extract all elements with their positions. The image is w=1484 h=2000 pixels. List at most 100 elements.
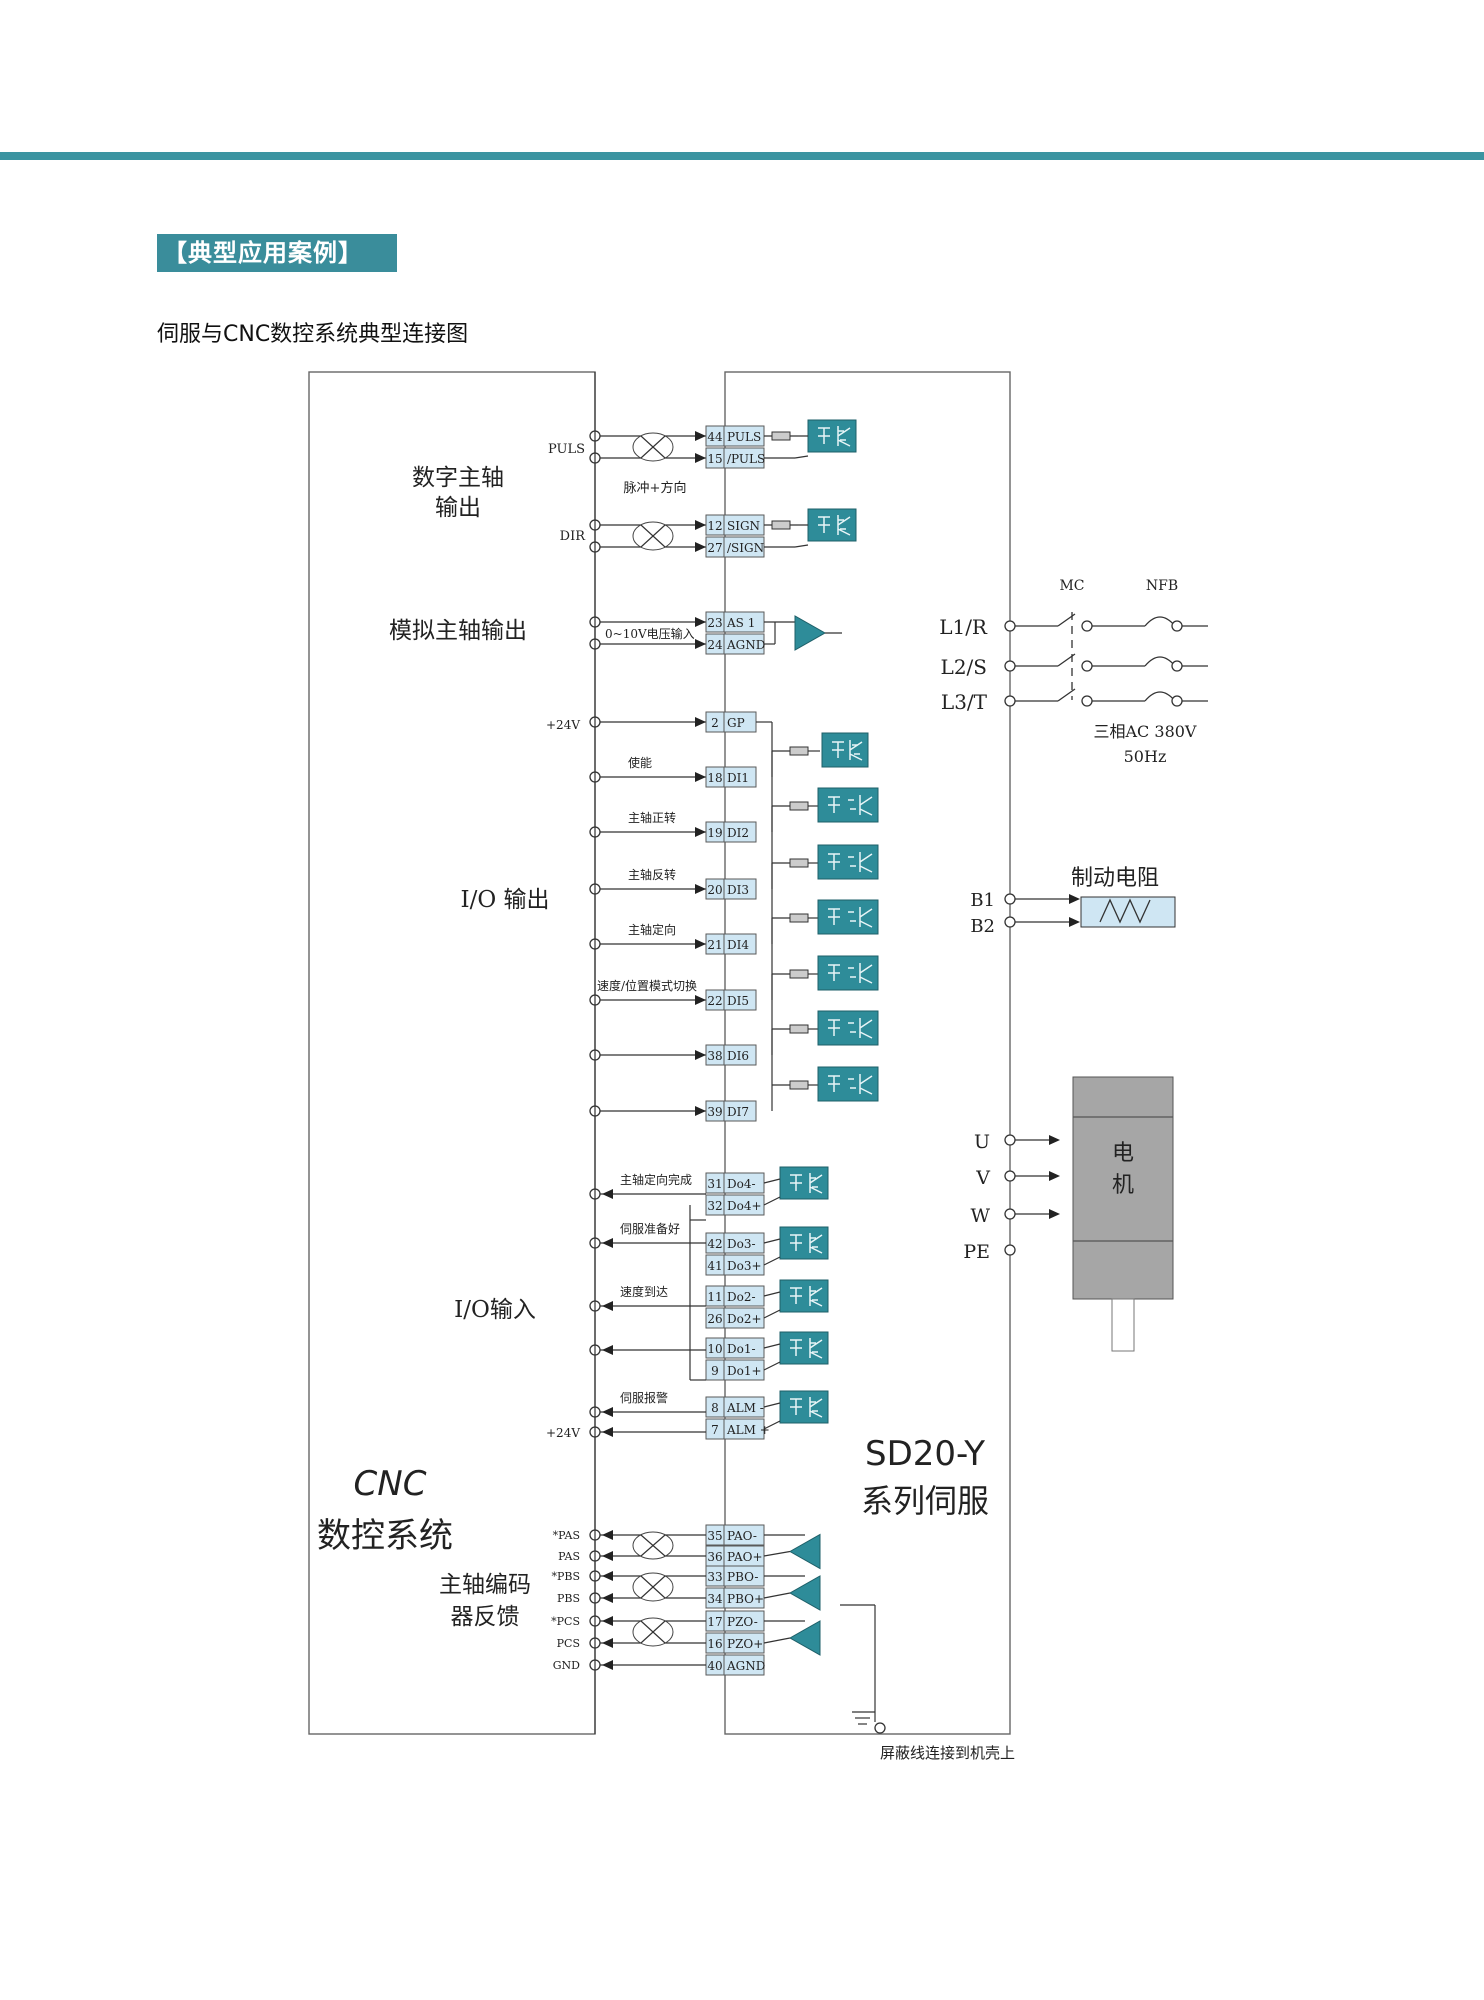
- pin-name: DI7: [727, 1105, 749, 1119]
- enc-signal-6: GND: [553, 1659, 580, 1672]
- wire: [763, 1309, 781, 1319]
- arrow-left: [602, 1345, 613, 1355]
- arrow-right: [1069, 917, 1080, 927]
- encoder-twisted-pair: [600, 1575, 706, 1599]
- brake-b1: B1: [970, 890, 995, 911]
- pin-number: 12: [707, 519, 722, 533]
- signal-puls: PULS: [548, 442, 585, 457]
- motor-terminal: [1004, 1170, 1016, 1182]
- header-accent-bar: [0, 152, 1484, 160]
- wire: [763, 1178, 781, 1184]
- twist-marker: [632, 1531, 674, 1560]
- pin-number: 19: [707, 826, 722, 840]
- encoder-amplifier: [788, 1575, 821, 1611]
- brake-resistor: [1080, 896, 1176, 928]
- di-optocoupler: [817, 844, 879, 880]
- input-resistor: [771, 520, 791, 530]
- label-digital-spindle-1: 数字主轴: [412, 465, 504, 491]
- wire: [763, 1420, 781, 1430]
- twist-marker: [632, 432, 674, 462]
- signal-24v-b: +24V: [546, 1426, 580, 1440]
- enc-signal-1: PAS: [558, 1550, 580, 1563]
- arrow-left: [602, 1593, 613, 1603]
- pin-number: 15: [707, 452, 722, 466]
- signal-24v: +24V: [546, 718, 580, 732]
- pin-name: PZO+: [727, 1637, 763, 1651]
- pin-number: 31: [707, 1177, 722, 1191]
- encoder-amplifier: [788, 1533, 821, 1570]
- arrow-right: [695, 639, 706, 649]
- encoder-amplifier: [788, 1620, 821, 1656]
- arrow-left: [602, 1660, 613, 1670]
- wire: [763, 1256, 781, 1266]
- output-optocoupler: [779, 1226, 829, 1260]
- pin-number: 8: [711, 1401, 719, 1415]
- pin-name: PAO+: [727, 1550, 763, 1564]
- di-resistor: [789, 969, 809, 979]
- label-io-out: I/O 输出: [460, 887, 549, 913]
- arrow-right: [695, 542, 706, 552]
- wire: [794, 544, 809, 548]
- pin-number: 38: [707, 1049, 722, 1063]
- di-optocoupler: [817, 1066, 879, 1102]
- di-label-5: 速度/位置模式切换: [597, 978, 697, 993]
- pin-name: Do1+: [727, 1364, 762, 1378]
- pin-number: 40: [707, 1659, 722, 1673]
- pin-number: 16: [707, 1637, 722, 1651]
- wire: [763, 1196, 781, 1206]
- pin-name: AGND: [726, 638, 765, 652]
- arrow-right: [695, 827, 706, 837]
- di-label-3: 主轴反转: [628, 867, 676, 882]
- di-optocoupler: [817, 1010, 879, 1046]
- breaker: [1144, 656, 1176, 667]
- signal-pulse-dir: 脉冲+方向: [624, 480, 687, 496]
- arrow-left: [602, 1530, 613, 1540]
- servo-series: 系列伺服: [861, 1482, 989, 1520]
- di-resistor: [789, 746, 809, 756]
- pin-name: PULS: [727, 430, 761, 444]
- contactor-terminal: [1081, 660, 1093, 672]
- power-l3: L3/T: [941, 690, 988, 714]
- arrow-right: [695, 939, 706, 949]
- pin-di7: [705, 1100, 757, 1122]
- pin-di1: [705, 766, 757, 788]
- arrow-right: [695, 717, 706, 727]
- wire: [763, 1343, 781, 1349]
- breaker-terminal: [1171, 695, 1183, 707]
- arrow-left: [602, 1571, 613, 1581]
- arrow-right: [695, 1106, 706, 1116]
- motor-u: U: [974, 1131, 990, 1153]
- arrow-right: [695, 995, 706, 1005]
- servo-model: SD20-Y: [865, 1434, 985, 1474]
- arrow-left: [602, 1427, 613, 1437]
- di-label-4: 主轴定向: [628, 922, 676, 937]
- breaker-terminal: [1171, 660, 1183, 672]
- label-encoder-2: 器反馈: [451, 1604, 520, 1630]
- enc-signal-2: *PBS: [551, 1570, 580, 1583]
- encoder-twisted-pair: [600, 1534, 706, 1557]
- pin-name: PBO-: [727, 1570, 758, 1584]
- pin-name: DI5: [727, 994, 749, 1008]
- pin-name: ALM -: [726, 1401, 764, 1415]
- di-resistor: [789, 1024, 809, 1034]
- pin-name: Do3-: [727, 1237, 756, 1251]
- arrow-left: [602, 1407, 613, 1417]
- arrow-right: [695, 772, 706, 782]
- wire: [763, 1238, 781, 1244]
- di-label-2: 主轴正转: [628, 810, 676, 825]
- label-mc: MC: [1059, 578, 1084, 594]
- pin-name: GP: [727, 716, 745, 730]
- pin-name: Do1-: [727, 1342, 756, 1356]
- di-resistor: [789, 1080, 809, 1090]
- do-label-0: 主轴定向完成: [620, 1172, 692, 1187]
- arrow-right: [695, 431, 706, 441]
- pin-number: 35: [707, 1529, 722, 1543]
- contactor-terminal: [1081, 695, 1093, 707]
- power-spec-1: 三相AC 380V: [1094, 722, 1197, 741]
- pin-number: 27: [707, 541, 722, 555]
- arrow-left: [602, 1616, 613, 1626]
- arrow-right: [1069, 894, 1080, 904]
- label-io-in: I/O输入: [454, 1297, 536, 1323]
- label-digital-spindle-2: 输出: [435, 495, 481, 521]
